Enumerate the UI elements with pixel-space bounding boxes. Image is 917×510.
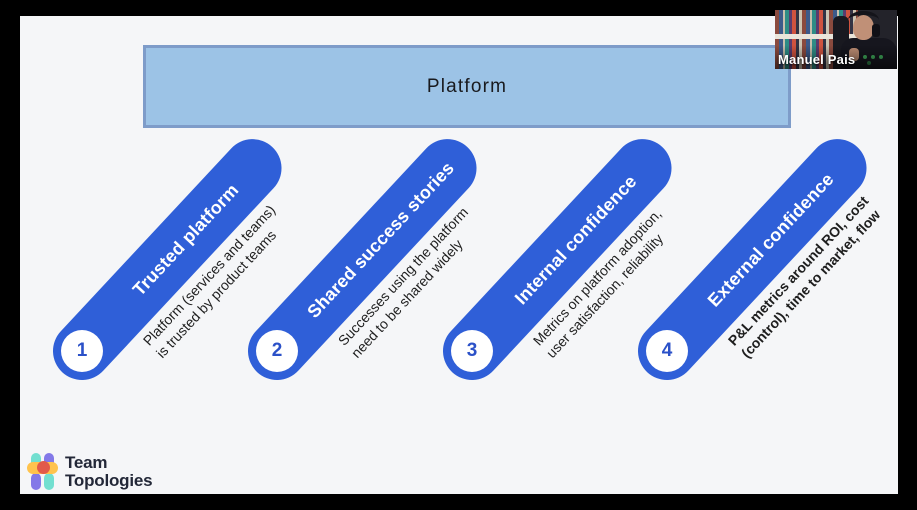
logo-bar-purple-top xyxy=(44,453,54,470)
step-number-badge: 2 xyxy=(256,330,298,372)
logo-wordmark-line2: Topologies xyxy=(65,471,153,490)
logo-bar-teal-bottom xyxy=(44,473,54,490)
platform-header-box: Platform xyxy=(143,45,791,128)
participant-name-label: Manuel Pais xyxy=(778,52,856,67)
platform-title: Platform xyxy=(426,75,508,97)
logo-bar-purple-bottom xyxy=(31,473,41,490)
step-number-badge: 1 xyxy=(61,330,103,372)
logo-wordmark-line1: Team xyxy=(65,453,108,472)
name-label-gradient xyxy=(775,45,897,69)
headphones-band-icon xyxy=(848,11,879,29)
team-topologies-logo: Team Topologies xyxy=(27,452,153,492)
headphones-earcup-icon xyxy=(872,24,880,37)
step-number-badge: 4 xyxy=(646,330,688,372)
logo-bar-teal-top xyxy=(31,453,41,470)
team-topologies-mark-icon xyxy=(27,452,58,492)
logo-red-dot xyxy=(37,461,50,474)
presentation-slide: Platform Platform (services and teams) i… xyxy=(20,16,898,494)
logo-wordmark: Team Topologies xyxy=(65,453,153,490)
webcam-video-tile[interactable]: Manuel Pais xyxy=(775,10,897,69)
step-number-badge: 3 xyxy=(451,330,493,372)
